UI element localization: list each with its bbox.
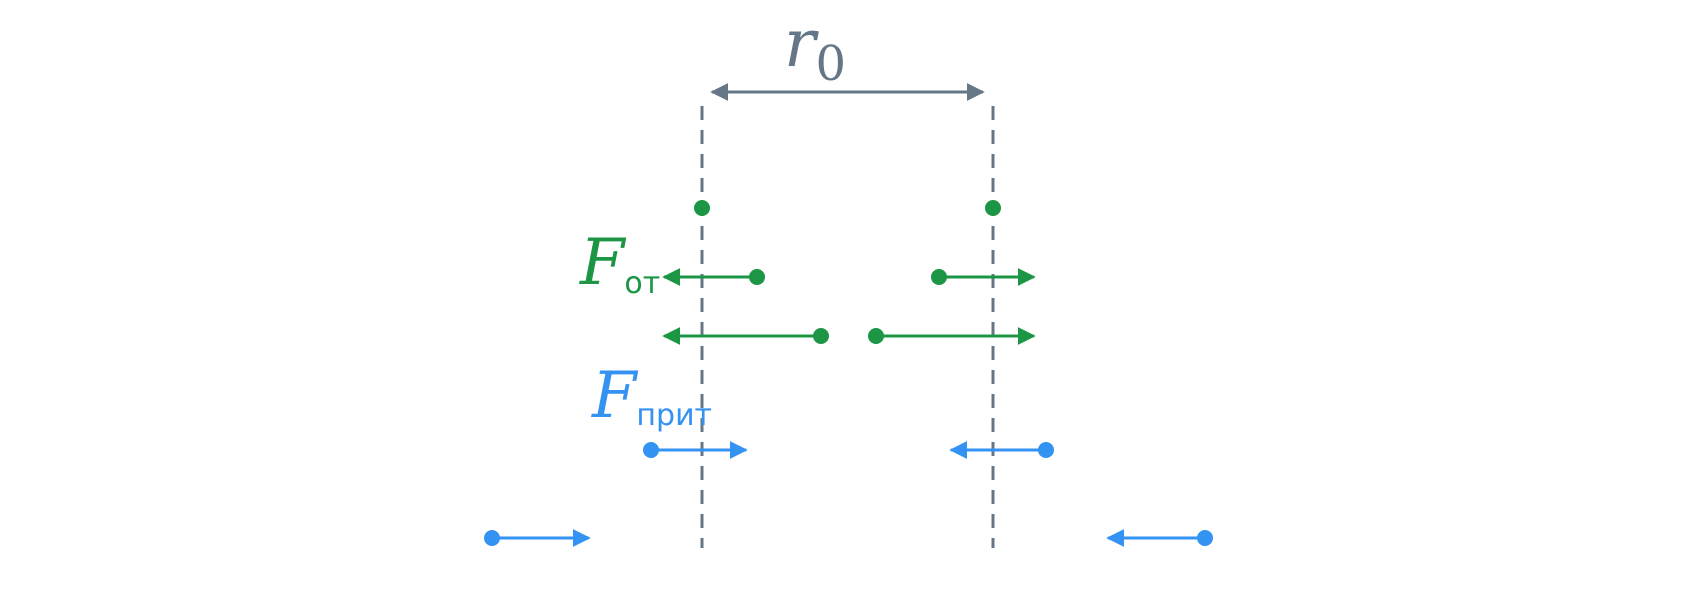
particle-equilibrium-right (985, 200, 1001, 216)
distance-label: r0 (784, 5, 846, 92)
distance-label-symbol: r (784, 5, 819, 82)
particle-repulsion-right-2 (868, 328, 884, 344)
particle-repulsion-left-1 (749, 269, 765, 285)
repulsion-label-subscript: от (624, 266, 660, 301)
particle-attraction-right-2 (1197, 530, 1213, 546)
attraction-label-symbol: F (591, 359, 639, 433)
particle-attraction-left-1 (643, 442, 659, 458)
repulsion-force-label: Fот (579, 226, 660, 301)
particle-repulsion-right-1 (931, 269, 947, 285)
particle-repulsion-left-2 (813, 328, 829, 344)
distance-label-subscript: 0 (816, 36, 847, 92)
particle-attraction-right-1 (1038, 442, 1054, 458)
particle-equilibrium-left (694, 200, 710, 216)
attraction-force-label: Fприт (591, 359, 712, 433)
repulsion-label-symbol: F (579, 226, 627, 300)
particle-attraction-left-2 (484, 530, 500, 546)
attraction-label-subscript: прит (636, 398, 712, 433)
